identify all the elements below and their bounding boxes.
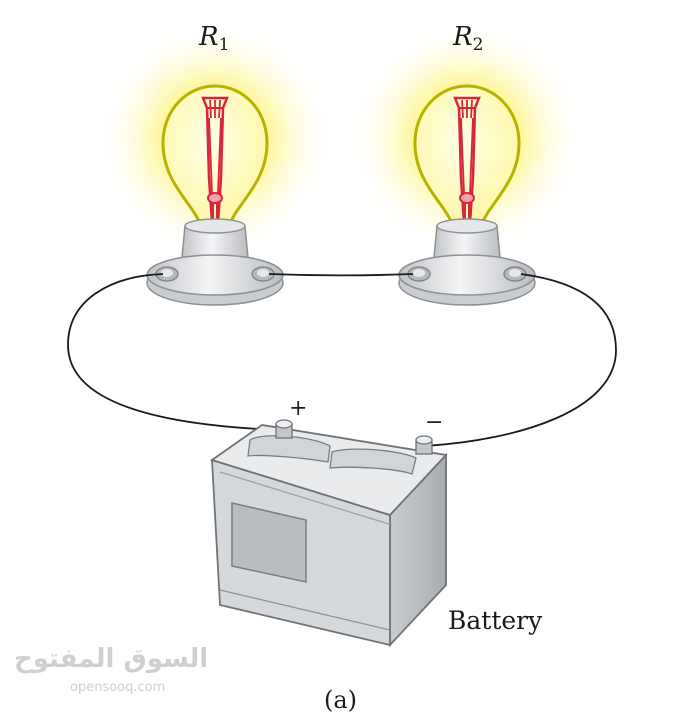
wire-middle <box>268 273 414 277</box>
wires <box>67 273 617 447</box>
battery <box>209 419 448 648</box>
r2-label: R2 <box>453 22 484 55</box>
bulb-r2 <box>347 18 587 307</box>
wire-left <box>67 273 281 431</box>
wire-right <box>424 273 617 447</box>
r1-label: R1 <box>199 22 230 55</box>
battery-label: Battery <box>448 606 543 635</box>
plus-terminal-label: + <box>289 396 308 421</box>
figure-caption: (a) <box>324 686 358 714</box>
watermark-latin: opensooq.com <box>70 680 166 695</box>
watermark-arabic: السوق المفتوح <box>14 644 209 674</box>
bulb-r1 <box>95 18 335 307</box>
minus-terminal-label: − <box>425 410 444 435</box>
